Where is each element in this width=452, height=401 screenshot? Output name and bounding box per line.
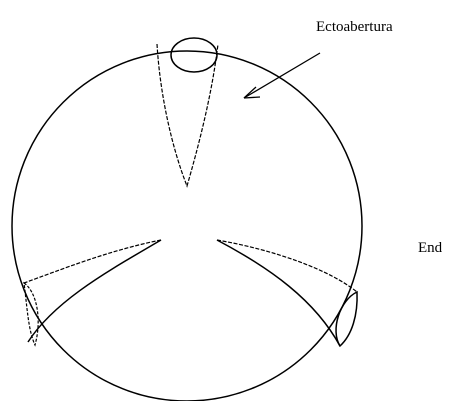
label-end: End (418, 240, 443, 256)
arrow-ectoaperture-line (244, 53, 320, 98)
pore-lower-right (336, 292, 357, 346)
colpus-lower-right (217, 240, 340, 346)
colpus-lower-left-inner (24, 240, 161, 283)
arrow-ectoaperture-head (244, 87, 260, 98)
colpus-top (157, 44, 218, 186)
grain-outline (12, 51, 362, 401)
colpus-lower-left (28, 240, 161, 342)
pore-top (171, 38, 217, 72)
label-ectoabertura: Ectoabertura (316, 19, 393, 35)
